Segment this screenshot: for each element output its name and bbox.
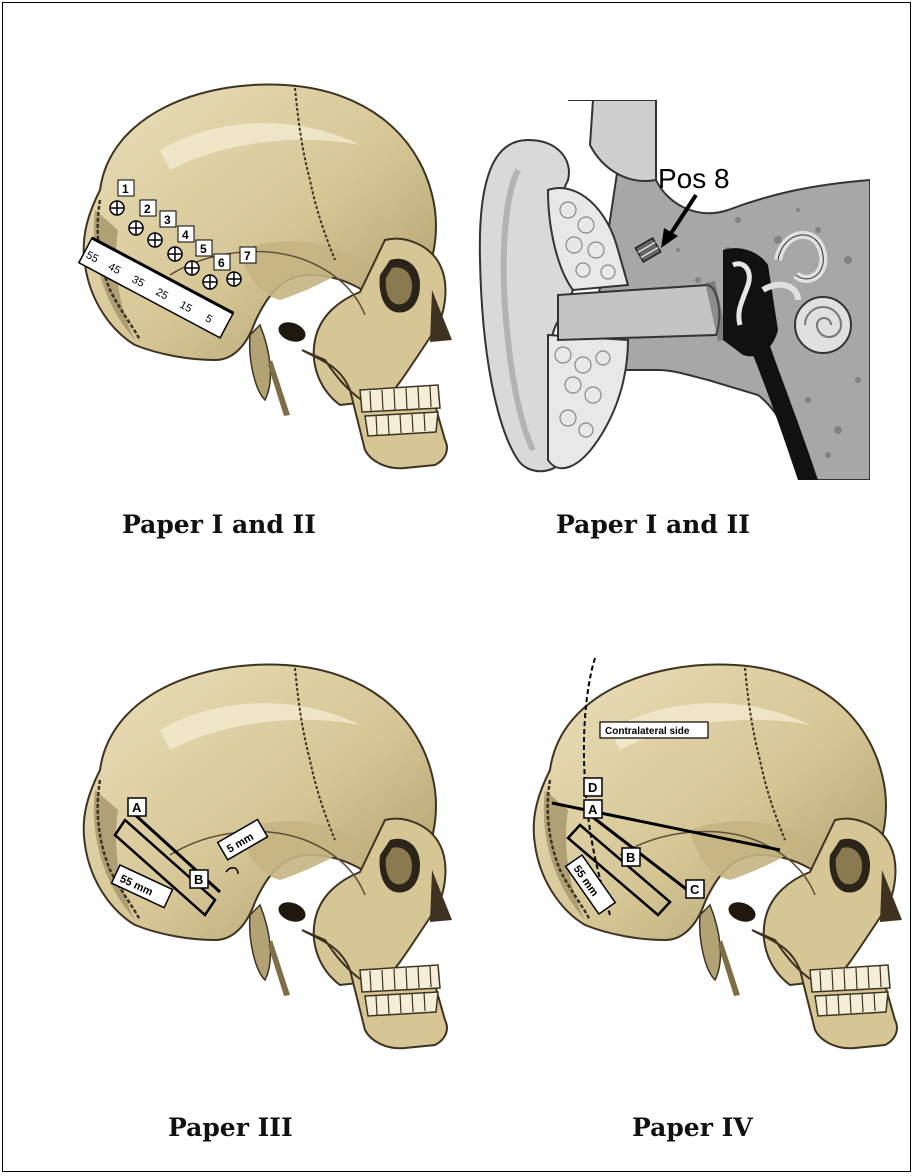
pos-label-5: 5 [200, 242, 207, 256]
panel-bottom-left: A B 55 mm 5 mm [40, 640, 460, 1060]
panel-top-right: Pos 8 [478, 100, 870, 480]
caption-top-right: Paper I and II [556, 510, 750, 539]
pos-label-4: 4 [182, 228, 189, 242]
pos-label-2: 2 [144, 202, 151, 216]
label-d: D [588, 780, 597, 795]
caption-top-left: Paper I and II [122, 510, 316, 539]
pos-label-6: 6 [218, 256, 225, 270]
label-b: B [626, 850, 635, 865]
panel-top-left: 55 45 35 25 15 5 1 2 3 4 5 6 7 [40, 60, 460, 480]
label-a: A [588, 802, 598, 817]
caption-bottom-left: Paper III [168, 1113, 293, 1142]
label-c: C [690, 882, 700, 897]
label-a: A [132, 800, 142, 815]
panel-bottom-right: Contralateral side D A B C 55 mm [490, 640, 910, 1060]
label-b: B [194, 872, 203, 887]
pos-label-3: 3 [164, 213, 171, 227]
caption-bottom-right: Paper IV [632, 1113, 753, 1142]
pos-8-label: Pos 8 [658, 163, 730, 194]
pos-label-7: 7 [244, 249, 251, 263]
label-contralateral: Contralateral side [605, 726, 690, 737]
pos-label-1: 1 [122, 182, 129, 196]
